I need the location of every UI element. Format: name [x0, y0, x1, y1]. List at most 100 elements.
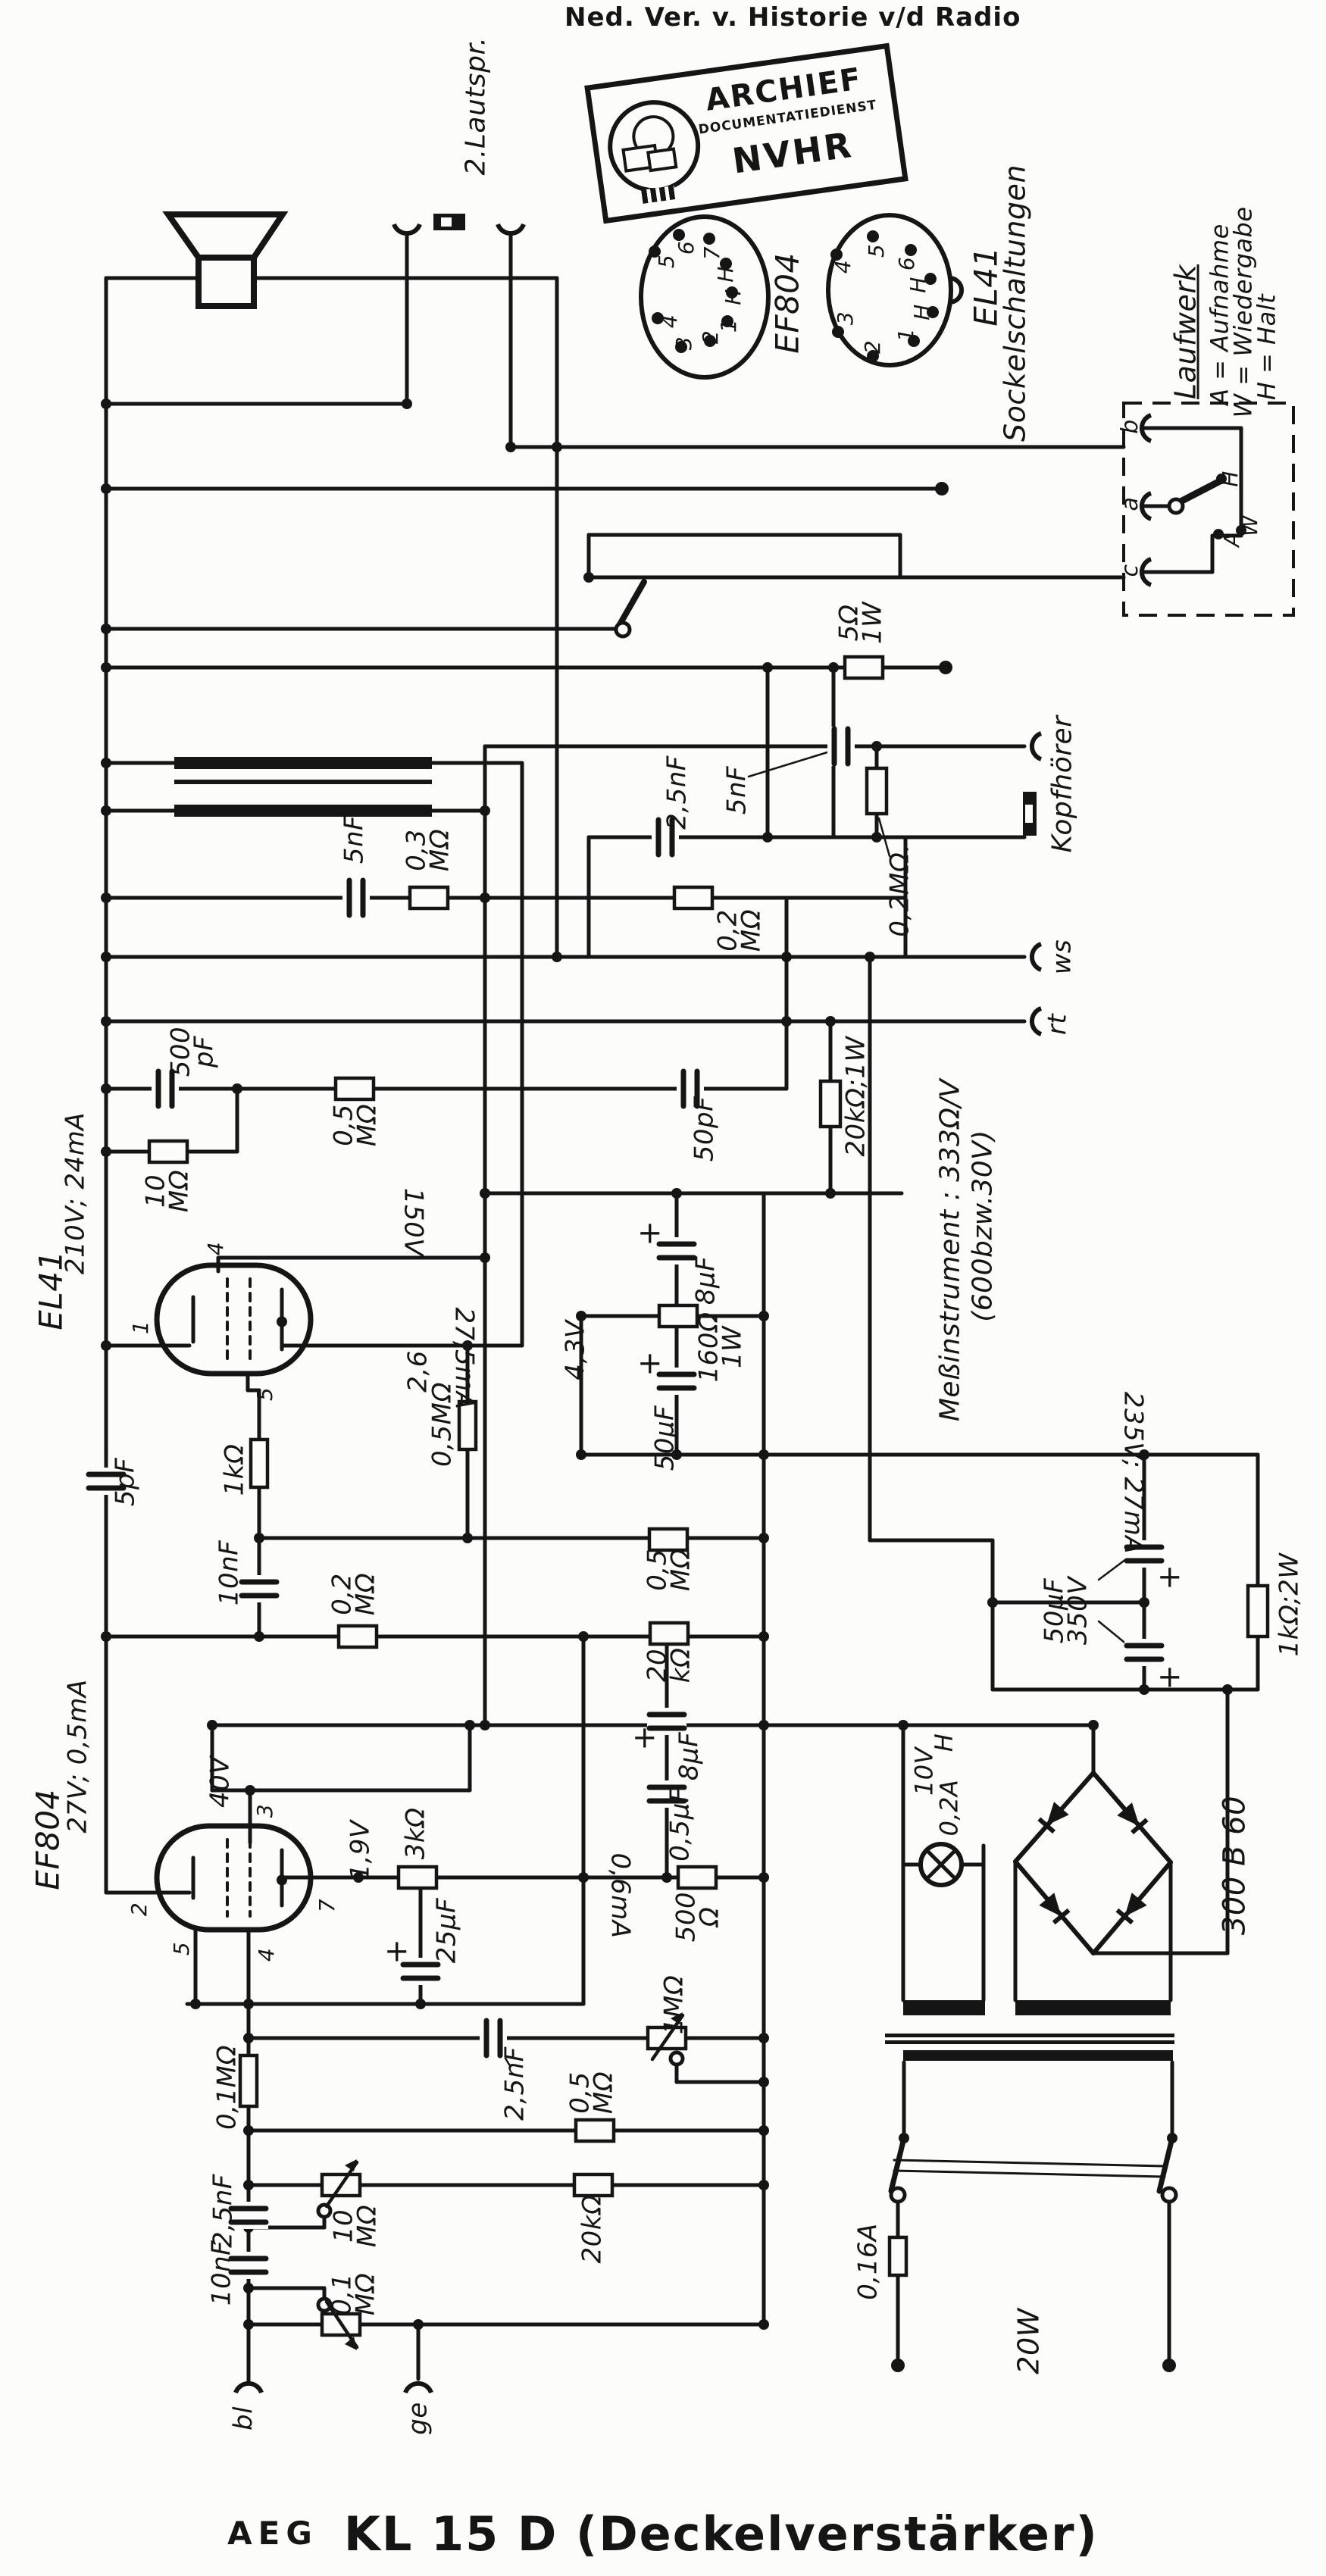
- schematic-label: +: [1156, 1559, 1184, 1595]
- schematic-label: 0,16A: [852, 2223, 883, 2300]
- junction-dot: [243, 2125, 254, 2136]
- schematic-label: 0,2MΩ.: [884, 843, 915, 937]
- junction-dot: [1236, 525, 1246, 536]
- leader-line: [877, 817, 891, 858]
- schematic-label: 1kΩ: [219, 1443, 250, 1496]
- fuse: [887, 2235, 908, 2277]
- schematic-label: 0,5MΩ: [427, 1382, 458, 1467]
- schematic-label: 8μF: [674, 1731, 705, 1781]
- schematic-label: 5pF: [110, 1457, 141, 1507]
- jack-fork: [1029, 731, 1043, 761]
- schematic-label: 150V: [398, 1187, 429, 1257]
- junction-dot: [1139, 1684, 1149, 1695]
- resistor: [657, 1303, 699, 1329]
- output-transformer: [174, 780, 432, 784]
- capacitor: [239, 1575, 279, 1602]
- schematic-label: H: [721, 289, 746, 305]
- schematic-label: 1: [893, 327, 919, 342]
- jack-fork: [1029, 1006, 1043, 1036]
- junction-dot: [720, 258, 732, 270]
- junction-dot: [704, 335, 716, 347]
- schematic-label: 2: [860, 339, 886, 355]
- resistor: [843, 655, 885, 680]
- schematic-label: 4: [657, 314, 683, 329]
- junction-dot: [101, 483, 111, 494]
- junction-dot: [762, 832, 773, 843]
- contact-circle: [614, 621, 632, 639]
- junction-dot: [758, 1720, 769, 1730]
- junction-dot: [758, 2180, 769, 2190]
- mains-transformer: [885, 2034, 1174, 2037]
- junction-dot: [505, 442, 516, 452]
- junction-dot: [758, 2125, 769, 2136]
- junction-dot: [758, 1449, 769, 1460]
- jack-fork: [1029, 942, 1043, 972]
- speaker-icon: [195, 255, 257, 309]
- schematic-label: EF804: [768, 252, 806, 354]
- resistor: [648, 1621, 690, 1646]
- terminal-blob: [1162, 2359, 1176, 2372]
- schematic-label: 0,3 MΩ: [401, 828, 455, 872]
- junction-dot: [703, 233, 715, 245]
- schematic-label: 2,5nF: [499, 2046, 530, 2121]
- schematic-label: 2: [698, 330, 724, 345]
- junction-dot: [871, 741, 882, 752]
- schematic-label: 20kΩ: [577, 2194, 608, 2264]
- resistor: [238, 2053, 259, 2109]
- junction-dot: [101, 1146, 111, 1157]
- junction-dot: [353, 1872, 364, 1883]
- junction-dot: [552, 952, 562, 962]
- junction-dot: [578, 1631, 589, 1642]
- schematic-label: c: [1117, 564, 1144, 577]
- output-transformer: [174, 757, 432, 769]
- laufwerk-box: [1122, 402, 1295, 617]
- junction-dot: [480, 805, 490, 816]
- jack-fork: [392, 223, 422, 236]
- schematic-label: 3: [671, 336, 697, 351]
- terminal-blob: [891, 2359, 905, 2372]
- schematic-label: bl: [228, 2406, 259, 2431]
- schematic-label: 3: [833, 311, 858, 326]
- resistor: [336, 1624, 379, 1649]
- junction-dot: [578, 1872, 589, 1883]
- junction-dot: [758, 1311, 769, 1321]
- junction-dot: [243, 2033, 254, 2043]
- resistor: [676, 1865, 718, 1890]
- resistor: [333, 1076, 376, 1102]
- junction-dot: [867, 350, 879, 362]
- junction-dot: [927, 306, 939, 318]
- capacitor: [342, 878, 370, 918]
- schematic-label: 50pF: [689, 1096, 720, 1162]
- diode-icon: [1115, 1893, 1147, 1925]
- schematic-label: 7: [699, 245, 725, 261]
- junction-dot: [552, 442, 562, 452]
- junction-dot: [277, 1874, 287, 1886]
- schematic-label: 2,5nF: [661, 755, 693, 830]
- junction-dot: [781, 952, 792, 962]
- schematic-label: 0,1 MΩ: [327, 2272, 381, 2316]
- junction-dot: [721, 315, 733, 327]
- junction-dot: [924, 273, 937, 285]
- schematic-label: 1kΩ;2W: [1274, 1552, 1305, 1657]
- junction-dot: [1216, 474, 1227, 484]
- schematic-label: 4: [830, 259, 856, 274]
- junction-dot: [1167, 2133, 1177, 2143]
- junction-dot: [101, 399, 111, 409]
- junction-dot: [243, 2180, 254, 2190]
- schematic-label: 1MΩ: [658, 1974, 690, 2035]
- resistor: [457, 1399, 478, 1452]
- junction-dot: [1213, 529, 1224, 539]
- capacitor: [827, 727, 855, 766]
- junction-dot: [480, 1720, 490, 1730]
- headphone-plug-icon: [1025, 805, 1033, 823]
- pot-arrowhead: [671, 2012, 683, 2024]
- junction-dot: [758, 2319, 769, 2330]
- junction-dot: [871, 832, 882, 843]
- junction-dot: [207, 1720, 217, 1730]
- junction-dot: [413, 2319, 424, 2330]
- schematic-label: 4: [254, 1947, 280, 1962]
- switch-link: [893, 2169, 1166, 2178]
- junction-dot: [462, 1533, 473, 1543]
- junction-dot: [101, 662, 111, 673]
